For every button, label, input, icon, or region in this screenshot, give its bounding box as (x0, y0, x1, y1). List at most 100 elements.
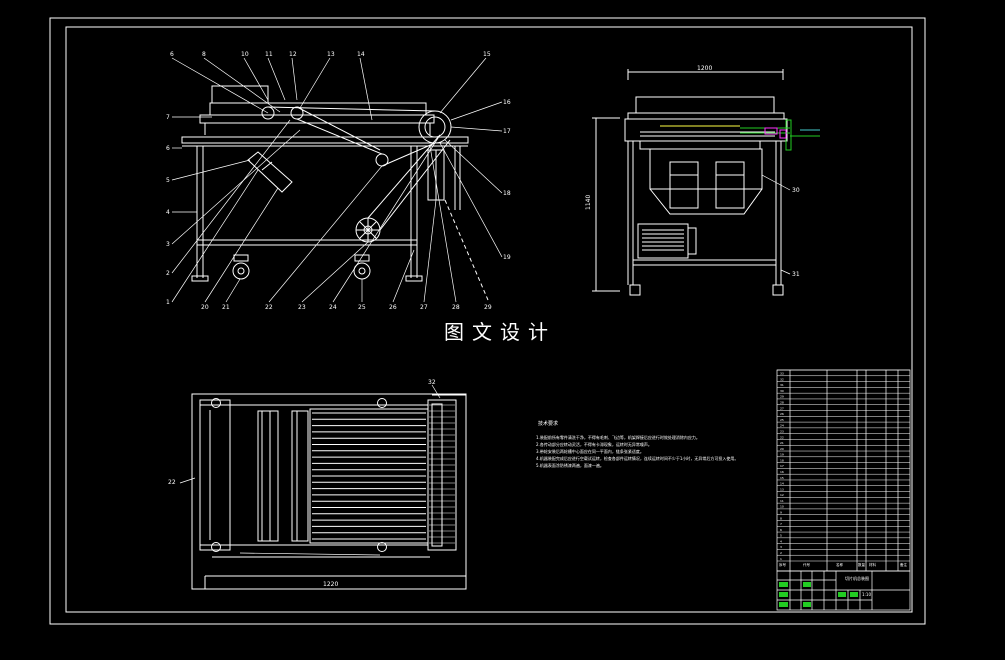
bom-row-number: 16 (780, 470, 784, 474)
bom-row-number: 3 (780, 545, 782, 549)
top-view (179, 384, 467, 590)
bom-row-number: 10 (780, 505, 784, 509)
bom-row-number: 17 (780, 464, 784, 468)
title-block (776, 570, 911, 611)
notes-line-3: 3.带轮安装后两轮槽中心面应在同一平面内，链条张紧适度。 (536, 448, 644, 454)
bom-table (776, 369, 911, 572)
bom-row-number: 8 (780, 516, 782, 520)
label-left-3: 5 (166, 177, 170, 184)
bom-row-lines (777, 369, 910, 562)
bom-row-number: 4 (780, 539, 782, 543)
bom-row-number: 13 (780, 487, 784, 491)
watermark-title: 图文设计 (444, 320, 556, 344)
bom-row-number: 28 (780, 401, 784, 405)
notes-title: 技术要求 (538, 420, 558, 427)
bom-row-number: 32 (780, 377, 784, 381)
label-right-2: 17 (503, 128, 511, 135)
label-bottom-9: 28 (452, 304, 460, 311)
label-side-1: 30 (792, 187, 800, 194)
bom-header-code: 代号 (803, 562, 811, 567)
top-view-rollers (429, 404, 455, 544)
bom-row-number: 20 (780, 447, 784, 451)
label-bottom-2: 21 (222, 304, 230, 311)
label-bottom-6: 25 (358, 304, 366, 311)
top-view-slats (312, 412, 426, 540)
bom-header-material: 材料 (869, 562, 877, 567)
bom-row-number: 23 (780, 429, 784, 433)
label-top-view-left: 22 (168, 479, 176, 486)
bom-row-number: 1 (780, 557, 782, 561)
label-side-2: 31 (792, 271, 800, 278)
notes-line-5: 5.机器表面涂防锈漆两遍，面漆一遍。 (536, 462, 604, 468)
label-bottom-7: 26 (389, 304, 397, 311)
label-right-1: 16 (503, 99, 511, 106)
label-top-3: 10 (241, 51, 249, 58)
bom-row-number: 7 (780, 522, 782, 526)
bom-row-number: 5 (780, 534, 782, 538)
bom-row-number: 9 (780, 510, 782, 514)
label-top-4: 11 (265, 51, 273, 58)
label-top-view-top: 32 (428, 379, 436, 386)
top-view-labels: 22 32 1220 (168, 379, 436, 588)
label-left-2: 6 (166, 145, 170, 152)
label-bottom-8: 27 (420, 304, 428, 311)
side-view (592, 69, 791, 296)
label-bottom-4: 23 (298, 304, 306, 311)
bom-header: 序号 代号 名称 数量 材料 备注 (779, 562, 908, 567)
dim-height: 1140 (585, 195, 592, 210)
bom-header-name: 名称 (836, 562, 844, 567)
bom-row-number: 6 (780, 528, 782, 532)
front-view-labels: 6 8 10 11 12 13 14 15 7 6 5 4 3 2 1 16 1… (166, 51, 511, 311)
label-right-4: 19 (503, 254, 511, 261)
bom-header-note: 备注 (900, 562, 908, 567)
bom-row-number: 11 (780, 499, 784, 503)
title-block-scale: 1:10 (862, 592, 871, 597)
bom-row-number: 15 (780, 476, 784, 480)
label-left-6: 2 (166, 270, 170, 277)
side-view-labels: 1200 1140 30 31 (585, 65, 800, 278)
label-left-4: 4 (166, 209, 170, 216)
title-block-name: 切片机总装图 (845, 575, 869, 581)
notes-line-2: 2.各传动部分应转动灵活，不得有卡滞现象，运转时无异常噪声。 (536, 441, 652, 447)
label-left-1: 7 (166, 114, 170, 121)
bom-row-number: 26 (780, 412, 784, 416)
bom-row-number: 12 (780, 493, 784, 497)
bom-row-numbers: 3332313029282726252423222120191817161514… (780, 372, 784, 561)
bom-row-number: 31 (780, 383, 784, 387)
label-top-8: 15 (483, 51, 491, 58)
bom-row-number: 21 (780, 441, 784, 445)
title-block-text: 切片机总装图 1:10 (845, 575, 871, 597)
label-top-1: 6 (170, 51, 174, 58)
bom-row-number: 27 (780, 406, 784, 410)
notes-line-1: 1.装配前所有零件清洗干净，不得有毛刺、飞边等，机架焊接后应进行时效处理消除内应… (536, 434, 700, 440)
bom-row-number: 18 (780, 458, 784, 462)
bom-row-number: 14 (780, 482, 784, 486)
dim-bottom: 1220 (323, 581, 338, 588)
dim-width: 1200 (697, 65, 712, 72)
bom-row-number: 19 (780, 453, 784, 457)
label-top-2: 8 (202, 51, 206, 58)
inner-frame (65, 26, 913, 613)
notes-line-4: 4.机器装配完成后应进行空载试运转，检查各部件运转情况，连续运转时间不少于1小时… (536, 455, 738, 461)
bom-header-seq: 序号 (779, 562, 787, 567)
side-view-colored (660, 119, 820, 151)
bom-row-number: 33 (780, 372, 784, 376)
bom-row-number: 2 (780, 551, 782, 555)
bom-row-number: 22 (780, 435, 784, 439)
label-top-7: 14 (357, 51, 365, 58)
label-top-6: 13 (327, 51, 335, 58)
bom-header-qty: 数量 (858, 562, 866, 567)
label-bottom-5: 24 (329, 304, 337, 311)
bom-row-number: 24 (780, 424, 784, 428)
label-bottom-3: 22 (265, 304, 273, 311)
label-top-5: 12 (289, 51, 297, 58)
label-bottom-1: 20 (201, 304, 209, 311)
label-left-7: 1 (166, 299, 170, 306)
technical-notes: 技术要求 1.装配前所有零件清洗干净，不得有毛刺、飞边等，机架焊接后应进行时效处… (536, 420, 738, 468)
outer-frame (49, 17, 926, 625)
front-view (171, 57, 503, 303)
label-right-3: 18 (503, 190, 511, 197)
bom-row-number: 29 (780, 395, 784, 399)
label-bottom-10: 29 (484, 304, 492, 311)
